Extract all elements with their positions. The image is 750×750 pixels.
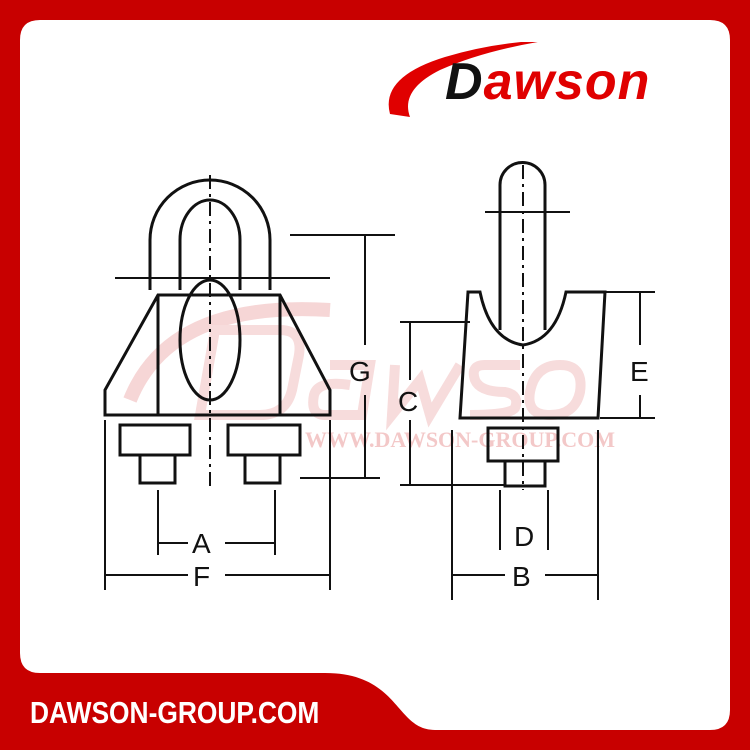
- website-url: DAWSON-GROUP.COM: [30, 695, 320, 730]
- watermark-url: WWW.DAWSON-GROUP.COM: [305, 427, 615, 452]
- dimension-label-a: A: [192, 528, 211, 559]
- logo-text-rest: awson: [483, 53, 651, 111]
- dimension-label-b: B: [512, 561, 531, 592]
- logo-swoosh: [388, 42, 538, 117]
- dimension-label-f: F: [193, 561, 210, 592]
- dimension-label-d: D: [514, 521, 534, 552]
- logo-letter-d: D: [445, 53, 484, 111]
- watermark: WWW.DAWSON-GROUP.COM: [123, 302, 615, 452]
- front-view-drawing: [103, 175, 395, 590]
- side-view-drawing: [400, 161, 655, 600]
- dimension-label-c: C: [398, 386, 418, 417]
- white-panel: [20, 20, 730, 730]
- logo: Dawson: [445, 52, 650, 112]
- dimension-label-g: G: [349, 356, 371, 387]
- dimension-label-e: E: [630, 356, 649, 387]
